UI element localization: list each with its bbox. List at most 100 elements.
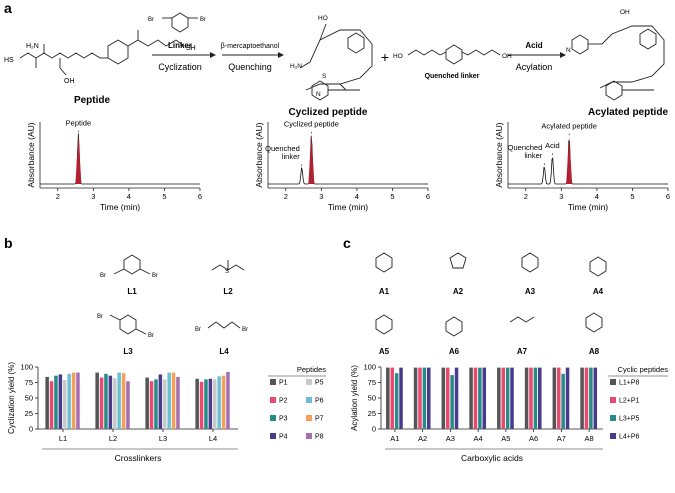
y-axis-label: Acylation yield (%) (350, 365, 359, 431)
x-tick-label: A6 (529, 434, 538, 443)
legend-label: L1+P8 (619, 380, 640, 387)
panel-label-a: a (4, 0, 12, 16)
peak-label: Peptide (66, 119, 91, 128)
cyc-atom-ho: HO (318, 15, 328, 22)
cyc-atom-nh2: H₂N (290, 63, 302, 70)
bar-l3-p5-a4 (478, 367, 482, 429)
bar-l1-p8-a1 (386, 367, 390, 429)
legend-swatch (270, 379, 276, 385)
legend-label: L3+P5 (619, 416, 640, 423)
x-tick-label: 3 (91, 192, 95, 201)
l2-structure (211, 260, 245, 271)
l3-label: L3 (123, 347, 133, 356)
peak-fill (566, 136, 573, 184)
legend-label: P5 (315, 380, 324, 387)
cyclization-label: Cyclization (158, 62, 202, 72)
arrow-head (560, 52, 566, 58)
quenched-linker-structure (407, 44, 501, 65)
x-tick-label: 4 (595, 192, 599, 201)
y-axis-label: Absorbance (AU) (494, 122, 504, 187)
bar-p4-l4 (208, 378, 213, 429)
x-tick-label: 5 (162, 192, 166, 201)
bar-p1-l2 (95, 372, 99, 429)
bar-l1-p8-a8 (580, 367, 584, 429)
acid-structures (375, 252, 607, 337)
y-axis-label: Absorbance (AU) (26, 122, 36, 187)
x-tick-label: 3 (319, 192, 323, 201)
bar-p7-l4 (221, 375, 226, 429)
acid-a5-label: A5 (379, 347, 390, 356)
bar-p3-l1 (54, 375, 58, 429)
ql-atom-oh: OH (502, 53, 512, 60)
quenched-linker-label: Quenched linker (425, 73, 480, 80)
bar-p1-l1 (45, 376, 49, 429)
x-tick-label: A3 (446, 434, 455, 443)
legend-swatch (610, 397, 616, 403)
x-tick-label: 4 (355, 192, 359, 201)
arrow-head (210, 52, 216, 58)
y-tick-label: 100 (363, 363, 376, 372)
bar-p2-l3 (149, 381, 154, 429)
bar-p4-l2 (108, 375, 113, 429)
bar-l3-p5-a5 (505, 367, 510, 429)
y-tick-label: 25 (25, 409, 33, 418)
atom-sh: SH (186, 45, 196, 52)
acid-a3-label: A3 (525, 287, 536, 296)
peak-label-line: linker (524, 151, 542, 160)
trace-line (40, 133, 200, 185)
x-axis-label: Time (min) (568, 202, 608, 212)
peak-label-line: Cyclized peptide (284, 120, 339, 129)
y-tick-label: 0 (29, 425, 33, 434)
cyclized-structure (299, 23, 373, 101)
y-tick-label: 0 (372, 425, 376, 434)
x-tick-label: L1 (59, 434, 67, 443)
acylated-label: Acylated peptide (588, 107, 668, 118)
y-tick-label: 25 (368, 409, 376, 418)
bar-p7-l3 (171, 372, 176, 429)
legend-swatch (270, 397, 276, 403)
legend-label: P8 (315, 434, 324, 441)
bar-p4-l3 (158, 374, 163, 429)
bar-p8-l2 (126, 381, 130, 429)
bar-p5-l2 (113, 378, 117, 429)
x-tick-label: 6 (426, 192, 430, 201)
atom-nh2: H₂N (26, 43, 39, 50)
peak-label: Acylated peptide (541, 121, 596, 130)
legend-label: P1 (279, 380, 288, 387)
bar-p7-l2 (121, 373, 126, 429)
bar-l2-p1-a7 (556, 367, 561, 429)
acy-atom-n: N (566, 47, 571, 54)
bar-p6-l1 (67, 373, 71, 429)
atom-oh: OH (64, 78, 75, 85)
trace-line (508, 139, 668, 185)
bar-l4-p6-a5 (510, 367, 514, 429)
l4-label: L4 (219, 347, 229, 356)
bar-l1-p8-a5 (497, 367, 501, 429)
legend-label: P2 (279, 398, 288, 405)
bar-p3-l2 (104, 373, 108, 429)
x-tick-label: 4 (127, 192, 131, 201)
acid-a1-label: A1 (379, 287, 390, 296)
y-tick-label: 100 (20, 363, 33, 372)
x-axis-label: Carboxylic acids (461, 453, 523, 463)
bar-l1-p8-a2 (413, 367, 418, 429)
bar-l4-p6-a3 (454, 367, 459, 429)
legend-label: L2+P1 (619, 398, 640, 405)
x-tick-label: A5 (501, 434, 510, 443)
bar-p5-l4 (213, 379, 217, 429)
peptide-structure (19, 30, 185, 76)
x-tick-label: A1 (390, 434, 399, 443)
x-tick-label: A2 (418, 434, 427, 443)
legend-label: P3 (279, 416, 288, 423)
legend-swatch (270, 415, 276, 421)
atom-hs: HS (4, 57, 14, 64)
bar-p2-l1 (49, 381, 54, 429)
bar-p7-l1 (71, 372, 76, 429)
bar-l3-p5-a8 (589, 367, 593, 429)
x-tick-label: A7 (557, 434, 566, 443)
